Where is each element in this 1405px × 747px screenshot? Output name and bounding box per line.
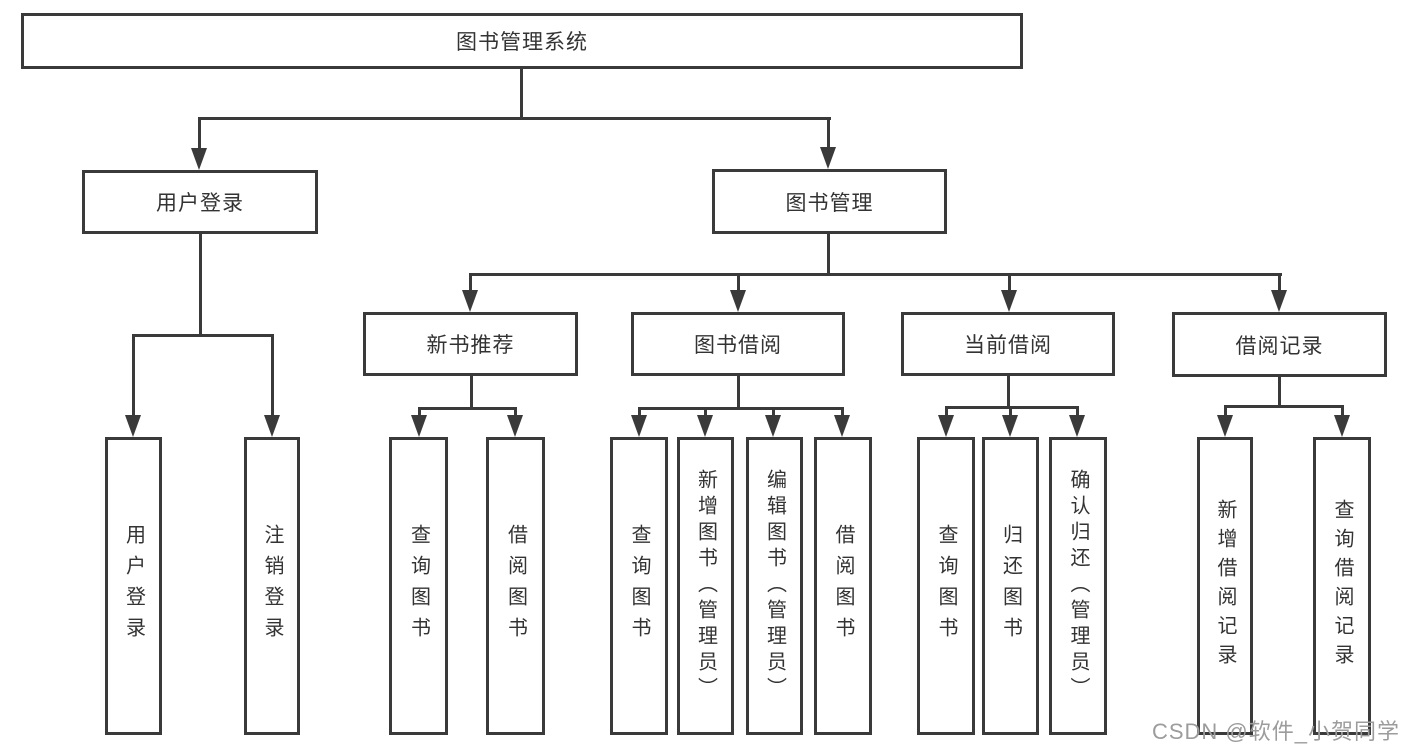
connector-to-book-borrow <box>737 273 740 293</box>
connector-to-current-borrow <box>1008 273 1011 293</box>
leaf-query-books-3-label: 查询图书 <box>935 524 957 648</box>
arrowhead-leaf-borrow-books-2 <box>834 415 850 437</box>
connector-to-leaf-confirm-return <box>1076 406 1079 417</box>
node-book-borrow-label: 图书借阅 <box>694 334 782 357</box>
leaf-logout-label: 注销登录 <box>261 524 283 648</box>
leaf-return-books: 归还图书 <box>982 437 1039 735</box>
arrowhead-leaf-add-borrow-record <box>1217 415 1233 437</box>
leaf-add-book-admin: 新增图书（管理员） <box>677 437 734 735</box>
connector-to-borrow-records <box>1278 273 1281 293</box>
connector-user-login-bus <box>132 334 274 337</box>
leaf-query-borrow-record-label: 查询借阅记录 <box>1331 499 1353 673</box>
connector-to-leaf-query-books-3 <box>945 406 948 417</box>
arrowhead-leaf-confirm-return <box>1069 415 1085 437</box>
arrowhead-book-borrow <box>730 290 746 312</box>
leaf-borrow-books-2: 借阅图书 <box>814 437 872 735</box>
node-current-borrow: 当前借阅 <box>901 312 1115 376</box>
leaf-edit-book-admin-label: 编辑图书（管理员） <box>763 469 786 703</box>
leaf-query-books-1: 查询图书 <box>389 437 448 735</box>
leaf-add-book-admin-label: 新增图书（管理员） <box>694 469 717 703</box>
node-new-book-recommend-label: 新书推荐 <box>426 334 515 357</box>
node-book-management-label: 图书管理 <box>785 191 874 215</box>
node-book-management: 图书管理 <box>712 169 947 234</box>
arrowhead-leaf-borrow-books-1 <box>507 415 523 437</box>
connector-to-leaf-user-login <box>132 334 135 418</box>
connector-current-borrow-stem <box>1007 375 1010 408</box>
leaf-query-books-3: 查询图书 <box>917 437 975 735</box>
node-user-login: 用户登录 <box>82 170 318 234</box>
leaf-query-books-1-label: 查询图书 <box>407 524 430 648</box>
connector-current-borrow-bus <box>945 406 1079 409</box>
leaf-borrow-books-1-label: 借阅图书 <box>504 524 527 648</box>
leaf-borrow-books-1: 借阅图书 <box>486 437 545 735</box>
leaf-add-borrow-record: 新增借阅记录 <box>1197 437 1253 735</box>
leaf-return-books-label: 归还图书 <box>999 524 1022 648</box>
connector-to-leaf-borrow-books-1 <box>514 407 517 417</box>
arrowhead-leaf-logout <box>264 415 280 437</box>
connector-to-leaf-query-borrow-record <box>1341 405 1344 417</box>
connector-to-leaf-logout <box>271 334 274 418</box>
arrowhead-leaf-query-borrow-record <box>1334 415 1350 437</box>
leaf-query-borrow-record: 查询借阅记录 <box>1313 437 1371 735</box>
connector-new-book-stem <box>470 375 473 409</box>
leaf-confirm-return-admin: 确认归还（管理员） <box>1049 437 1107 735</box>
leaf-user-login-label: 用户登录 <box>122 524 145 648</box>
node-new-book-recommend: 新书推荐 <box>363 312 578 376</box>
arrowhead-leaf-query-books-2 <box>631 415 647 437</box>
arrowhead-leaf-return-books <box>1002 415 1018 437</box>
connector-book-borrow-stem <box>737 375 740 409</box>
csdn-watermark: CSDN @软件_小贺同学 <box>1151 719 1400 744</box>
leaf-query-books-2-label: 查询图书 <box>628 524 650 648</box>
node-book-borrow: 图书借阅 <box>631 312 845 376</box>
node-library-management-system: 图书管理系统 <box>21 13 1023 69</box>
connector-user-login-stem <box>199 233 202 337</box>
connector-to-new-book-recommend <box>469 273 472 293</box>
connector-to-leaf-query-books-2 <box>638 407 641 417</box>
leaf-add-borrow-record-label: 新增借阅记录 <box>1214 499 1236 673</box>
leaf-confirm-return-admin-label: 确认归还（管理员） <box>1067 469 1089 703</box>
node-user-login-label: 用户登录 <box>156 192 244 215</box>
connector-root-stem <box>520 68 523 120</box>
arrowhead-new-book-recommend <box>462 290 478 312</box>
arrowhead-leaf-query-books-3 <box>938 415 954 437</box>
connector-to-leaf-add-borrow-record <box>1224 405 1227 417</box>
connector-borrow-records-stem <box>1278 376 1281 407</box>
connector-borrow-records-bus <box>1224 405 1344 408</box>
leaf-borrow-books-2-label: 借阅图书 <box>832 524 854 648</box>
connector-book-management-stem <box>827 233 830 276</box>
arrowhead-leaf-edit-book <box>765 415 781 437</box>
node-borrow-records-label: 借阅记录 <box>1235 334 1324 358</box>
connector-level3-bus <box>469 273 1282 276</box>
node-borrow-records: 借阅记录 <box>1172 312 1387 377</box>
connector-new-book-bus <box>418 407 517 410</box>
arrowhead-user-login <box>191 148 207 170</box>
node-library-management-system-label: 图书管理系统 <box>456 31 588 54</box>
leaf-logout: 注销登录 <box>244 437 300 735</box>
leaf-query-books-2: 查询图书 <box>610 437 668 735</box>
arrowhead-leaf-query-books-1 <box>411 415 427 437</box>
connector-to-book-management <box>827 117 830 149</box>
arrowhead-leaf-add-book <box>697 415 713 437</box>
leaf-edit-book-admin: 编辑图书（管理员） <box>746 437 803 735</box>
connector-book-borrow-bus <box>638 407 844 410</box>
connector-to-leaf-return-books <box>1009 406 1012 417</box>
connector-to-leaf-add-book <box>704 407 707 417</box>
connector-to-leaf-edit-book <box>772 407 775 417</box>
connector-level1-bus <box>198 117 831 120</box>
arrowhead-book-management <box>820 147 836 169</box>
leaf-user-login: 用户登录 <box>105 437 162 735</box>
node-current-borrow-label: 当前借阅 <box>964 334 1052 357</box>
arrowhead-current-borrow <box>1001 290 1017 312</box>
connector-to-leaf-query-books-1 <box>418 407 421 417</box>
connector-to-leaf-borrow-books-2 <box>841 407 844 417</box>
arrowhead-borrow-records <box>1271 290 1287 312</box>
connector-to-user-login <box>198 117 201 150</box>
arrowhead-leaf-user-login <box>125 415 141 437</box>
